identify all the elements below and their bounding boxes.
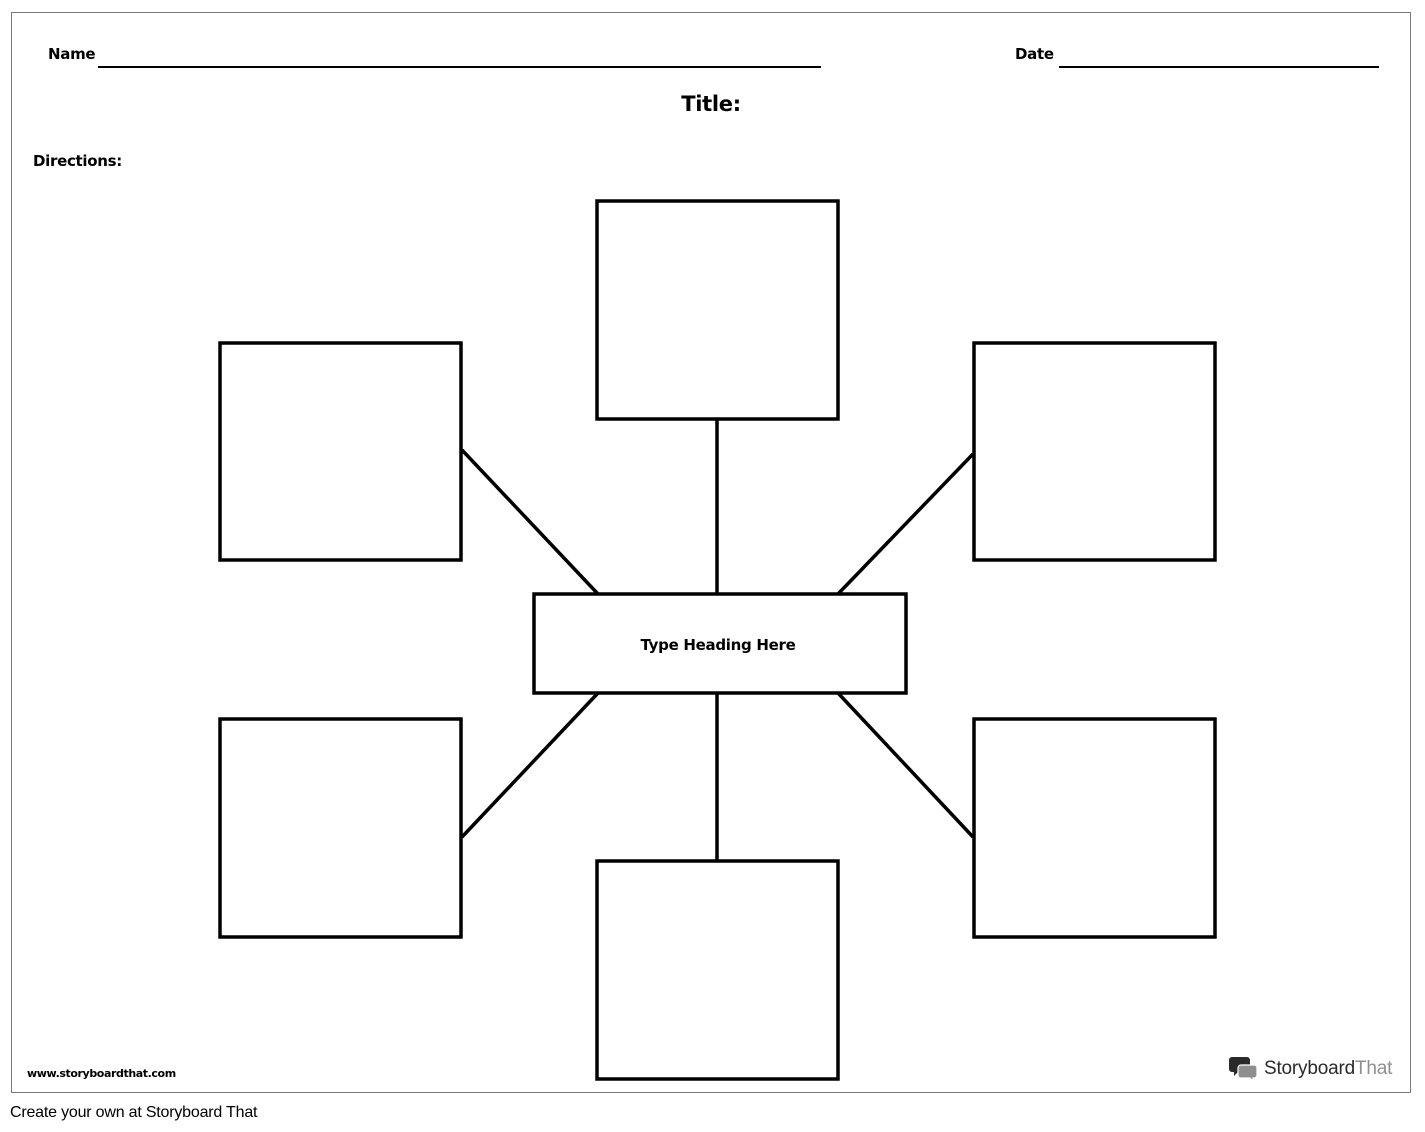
directions-label: Directions: (33, 152, 122, 170)
box-lower-right[interactable] (972, 717, 1217, 939)
brand-name: StoryboardThat (1264, 1056, 1392, 1082)
date-label: Date (1015, 45, 1054, 63)
box-upper-left[interactable] (218, 341, 463, 562)
date-write-line (1059, 66, 1379, 68)
create-your-own-caption[interactable]: Create your own at Storyboard That (10, 1104, 258, 1121)
name-write-line (98, 66, 821, 68)
brand-word-2: That (1354, 1058, 1393, 1079)
box-lower-left[interactable] (218, 717, 463, 939)
center-heading-box[interactable] (532, 592, 908, 695)
brand-word-1: Storyboard (1264, 1058, 1355, 1079)
box-top[interactable] (595, 199, 840, 421)
box-upper-right[interactable] (972, 341, 1217, 562)
name-label: Name (48, 45, 96, 63)
title-label: Title: (681, 92, 741, 116)
storyboardthat-logo: StoryboardThat (1228, 1056, 1392, 1082)
speech-bubbles-icon (1229, 1057, 1258, 1082)
website-url: www.storyboardthat.com (27, 1067, 176, 1080)
box-bottom[interactable] (595, 859, 840, 1081)
